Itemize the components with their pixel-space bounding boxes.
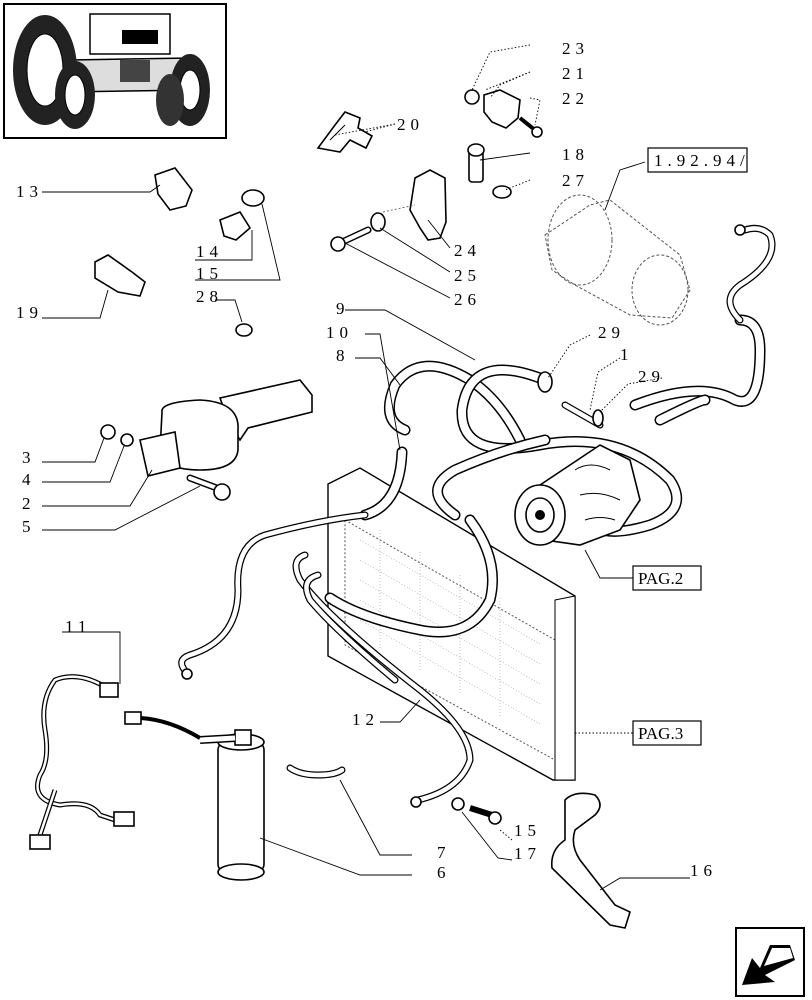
previous-page-arrow-icon[interactable]: [735, 927, 805, 997]
callout-24: 24: [454, 241, 481, 260]
ref-link-page-2[interactable]: PAG.2: [632, 565, 702, 591]
bolt-part-22: [518, 116, 543, 138]
callout-14: 14: [196, 242, 223, 261]
mounting-bracket-part-2: [139, 379, 313, 477]
hose-suction: [432, 434, 551, 521]
callout-25: 25: [454, 266, 481, 285]
callout-6: 6: [437, 863, 451, 882]
callout-22: 22: [562, 89, 589, 108]
callout-13: 13: [16, 182, 43, 201]
ref-link-1-92-94[interactable]: 1.92.94/: [647, 147, 750, 173]
callout-19: 19: [16, 303, 43, 322]
callout-27: 27: [562, 171, 589, 190]
condenser: [327, 467, 576, 781]
callout-17: 17: [514, 844, 541, 863]
compressor: [514, 444, 641, 546]
callout-18: 18: [562, 145, 589, 164]
o-ring-part-29b: [592, 409, 604, 427]
clamp-part-19: [94, 254, 146, 297]
callout-15-bottom: 15: [514, 821, 541, 840]
clip-part-14: [219, 211, 252, 241]
washer-part-4: [120, 433, 134, 447]
callout-labels: 23 21 22 20 18 27 24 25 26 13 14 15 28 1…: [16, 39, 717, 882]
callout-4: 4: [22, 470, 36, 489]
washer-part-27: [492, 185, 512, 199]
callout-10: 10: [326, 323, 353, 342]
hose-discharge: [324, 514, 498, 638]
hose-part-7: [286, 764, 346, 779]
o-ring-part-29: [537, 371, 553, 393]
clamp-part-15: [241, 189, 265, 207]
wiring-harness-part-11: [29, 674, 202, 850]
callout-9: 9: [336, 299, 350, 318]
ref-page-3-label: PAG.3: [638, 724, 683, 743]
pipe-right: [726, 224, 776, 324]
spacer-part-3: [100, 424, 116, 440]
washer-part-17: [451, 797, 465, 811]
callout-15-top: 15: [196, 264, 223, 283]
bracket-part-21: [483, 89, 521, 129]
nut-part-23: [464, 89, 480, 105]
bolt-part-5: [186, 474, 231, 501]
callout-16: 16: [690, 861, 717, 880]
bolt-part-15: [469, 805, 502, 825]
ref-1-92-94-label: 1.92.94/: [654, 151, 750, 170]
callout-20: 20: [397, 115, 424, 134]
hose-right: [629, 314, 766, 426]
hose-part-10: [359, 446, 408, 521]
ref-page-2-label: PAG.2: [638, 569, 683, 588]
bolt-part-18: [467, 143, 485, 183]
callout-11: 11: [65, 617, 91, 636]
bracket-part-24: [409, 169, 447, 241]
callout-1: 1: [620, 345, 634, 364]
callout-23: 23: [562, 39, 589, 58]
callout-2: 2: [22, 494, 36, 513]
washer-part-25: [370, 212, 386, 232]
callout-5: 5: [22, 517, 36, 536]
ref-link-page-3[interactable]: PAG.3: [632, 720, 702, 746]
callout-28: 28: [196, 287, 223, 306]
pipe-part-12: [178, 511, 474, 808]
callout-3: 3: [22, 448, 36, 467]
callout-12: 12: [352, 710, 379, 729]
callout-21: 21: [562, 64, 589, 83]
callout-7: 7: [437, 843, 451, 862]
bracket-part-16: [550, 792, 631, 929]
compressor-outline: [544, 194, 691, 326]
clip-part-13: [154, 167, 193, 211]
hose-part-9: [456, 364, 683, 537]
hose-part-8: [383, 360, 526, 446]
callout-26: 26: [454, 290, 481, 309]
washer-part-28: [235, 323, 253, 337]
tractor-thumbnail-icon[interactable]: [3, 3, 227, 139]
callout-29-upper: 29: [598, 323, 625, 342]
callout-8: 8: [336, 346, 350, 365]
callout-29-lower: 29: [638, 367, 665, 386]
bolt-part-26: [330, 226, 372, 252]
bracket-part-20: [316, 111, 374, 153]
receiver-dryer-part-6: [199, 729, 265, 881]
leader-lines: [42, 44, 690, 891]
